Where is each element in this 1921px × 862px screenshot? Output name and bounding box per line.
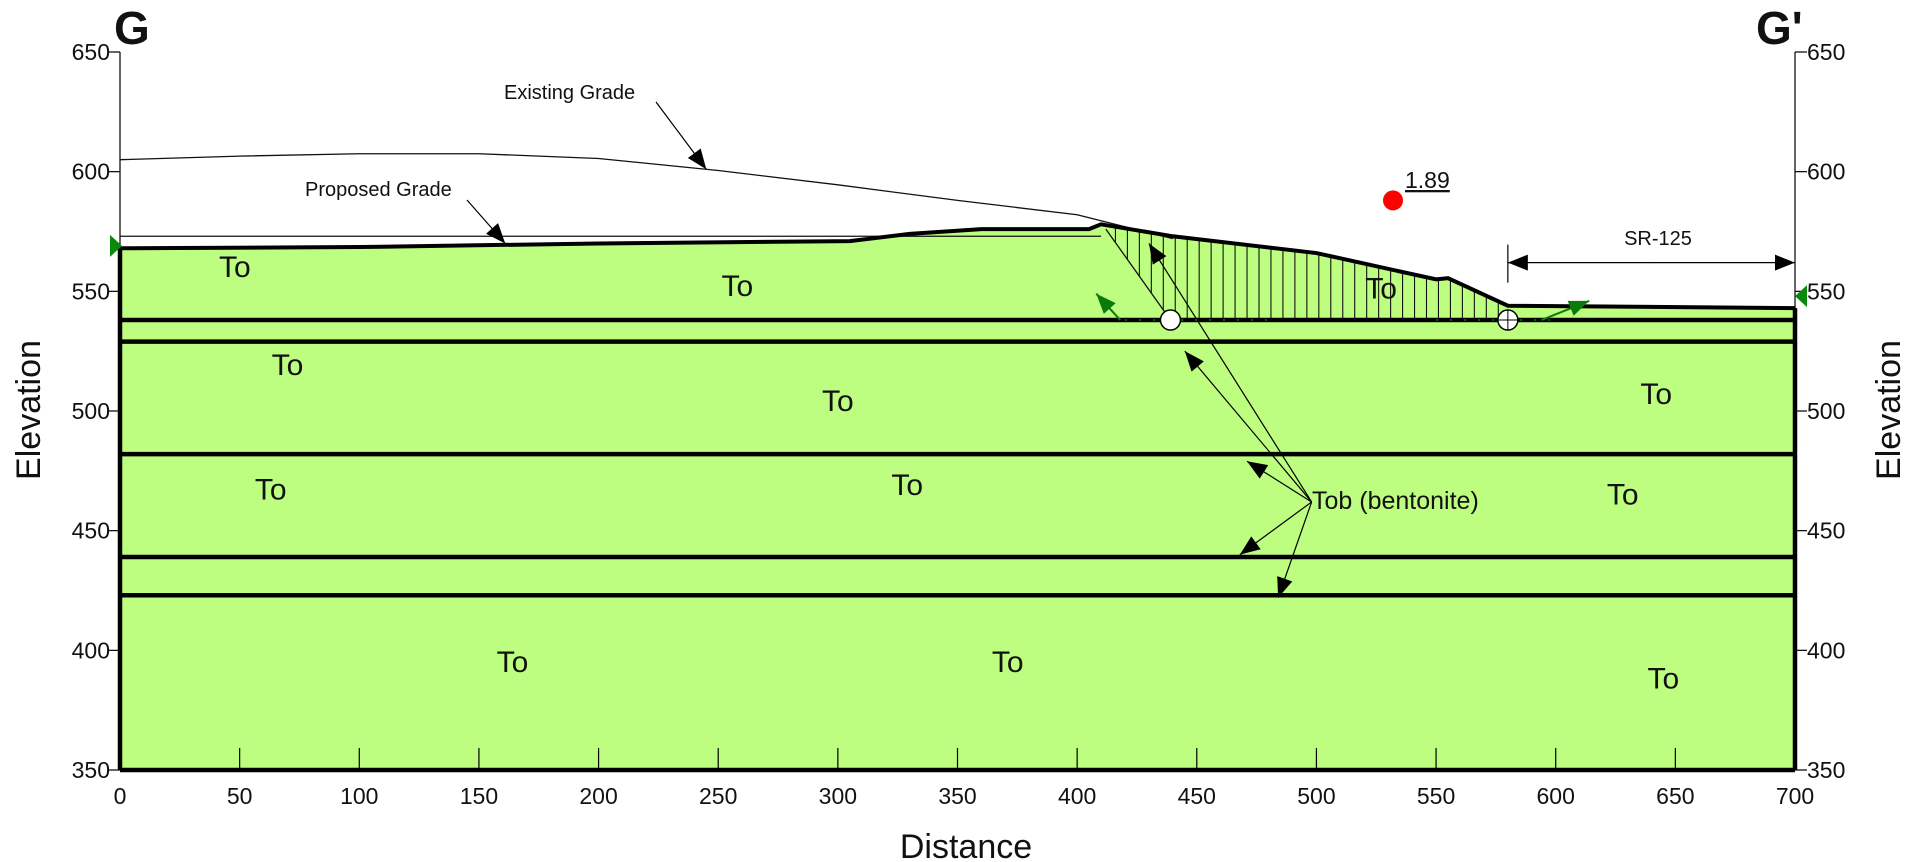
factor-of-safety-label: 1.89	[1405, 167, 1450, 193]
existing-grade-line	[119, 153, 1174, 240]
y-tick-label-left: 500	[72, 398, 110, 424]
bentonite-leader-arrow-head	[1277, 576, 1293, 598]
y-tick-label-right: 650	[1807, 39, 1845, 65]
x-tick-label: 0	[114, 783, 127, 809]
x-tick-label: 100	[340, 783, 378, 809]
y-tick-label-left: 600	[72, 159, 110, 185]
section-label-left: G	[114, 2, 150, 54]
bentonite-label: Tob (bentonite)	[1312, 487, 1479, 515]
pivot-marker	[1159, 309, 1182, 331]
x-tick-label: 400	[1058, 783, 1096, 809]
sr125-arrow-left-head	[1507, 254, 1528, 271]
y-tick-label-right: 500	[1807, 398, 1845, 424]
unit-label: To	[219, 251, 251, 284]
x-tick-label: 300	[819, 783, 857, 809]
x-tick-label: 450	[1178, 783, 1216, 809]
x-tick-label: 350	[938, 783, 976, 809]
x-tick-label: 250	[699, 783, 737, 809]
x-tick-label: 550	[1417, 783, 1455, 809]
bentonite-leader-arrow-head	[1239, 536, 1261, 555]
bentonite-leader-arrow-head	[1148, 243, 1167, 265]
water-table-marker	[1795, 285, 1807, 308]
unit-label: To	[1607, 478, 1639, 511]
x-tick-label: 650	[1656, 783, 1694, 809]
unit-label: To	[992, 646, 1024, 679]
sr125-arrow-right-head	[1775, 254, 1795, 271]
y-tick-label-right: 450	[1807, 518, 1845, 544]
section-label-right: G'	[1756, 2, 1803, 54]
y-tick-label-right: 550	[1807, 278, 1845, 304]
x-axis-title: Distance	[900, 828, 1032, 862]
search-limit-arrow-right-head	[1567, 300, 1590, 316]
y-axis-title-left: Elevation	[10, 340, 48, 480]
proposed-grade-label: Proposed Grade	[305, 179, 452, 201]
existing-grade-label: Existing Grade	[504, 82, 635, 104]
x-tick-label: 700	[1776, 783, 1814, 809]
unit-label: To	[1365, 273, 1397, 306]
y-tick-label-left: 450	[72, 518, 110, 544]
unit-label: To	[891, 469, 923, 502]
sr125-label: SR-125	[1624, 228, 1692, 250]
x-tick-label: 600	[1537, 783, 1575, 809]
bentonite-leader-arrow	[1184, 350, 1313, 503]
unit-label: To	[722, 270, 754, 303]
bentonite-leader-arrow-head	[1247, 461, 1269, 479]
y-tick-label-left: 550	[72, 278, 110, 304]
proposed-grade-line	[119, 222, 1796, 311]
x-tick-label: 150	[460, 783, 498, 809]
unit-label: To	[1640, 378, 1672, 411]
existing-grade-arrow-head	[687, 148, 707, 170]
unit-label: To	[1648, 663, 1680, 696]
slip-surface-back-scarp	[1105, 228, 1171, 321]
y-tick-label-left: 650	[72, 39, 110, 65]
x-tick-label: 50	[227, 783, 253, 809]
y-tick-label-right: 350	[1807, 757, 1845, 783]
y-tick-label-right: 600	[1807, 159, 1845, 185]
water-table-marker	[110, 234, 122, 257]
unit-label: To	[255, 474, 287, 507]
x-tick-label: 200	[579, 783, 617, 809]
y-tick-label-left: 350	[72, 757, 110, 783]
search-limit-arrow-left-head	[1096, 293, 1116, 314]
unit-label: To	[272, 349, 304, 382]
unit-label: To	[822, 385, 854, 418]
y-axis-title-right: Elevation	[1870, 340, 1908, 480]
soil-body	[120, 224, 1795, 770]
x-tick-label: 500	[1297, 783, 1335, 809]
slip-center-marker	[1383, 190, 1403, 211]
unit-label: To	[497, 646, 529, 679]
y-tick-label-right: 400	[1807, 637, 1845, 663]
bentonite-leader-arrow	[1148, 243, 1313, 503]
y-tick-label-left: 400	[72, 637, 110, 663]
proposed-grade-arrow-head	[486, 223, 506, 244]
bentonite-leader-arrow-head	[1184, 351, 1204, 372]
